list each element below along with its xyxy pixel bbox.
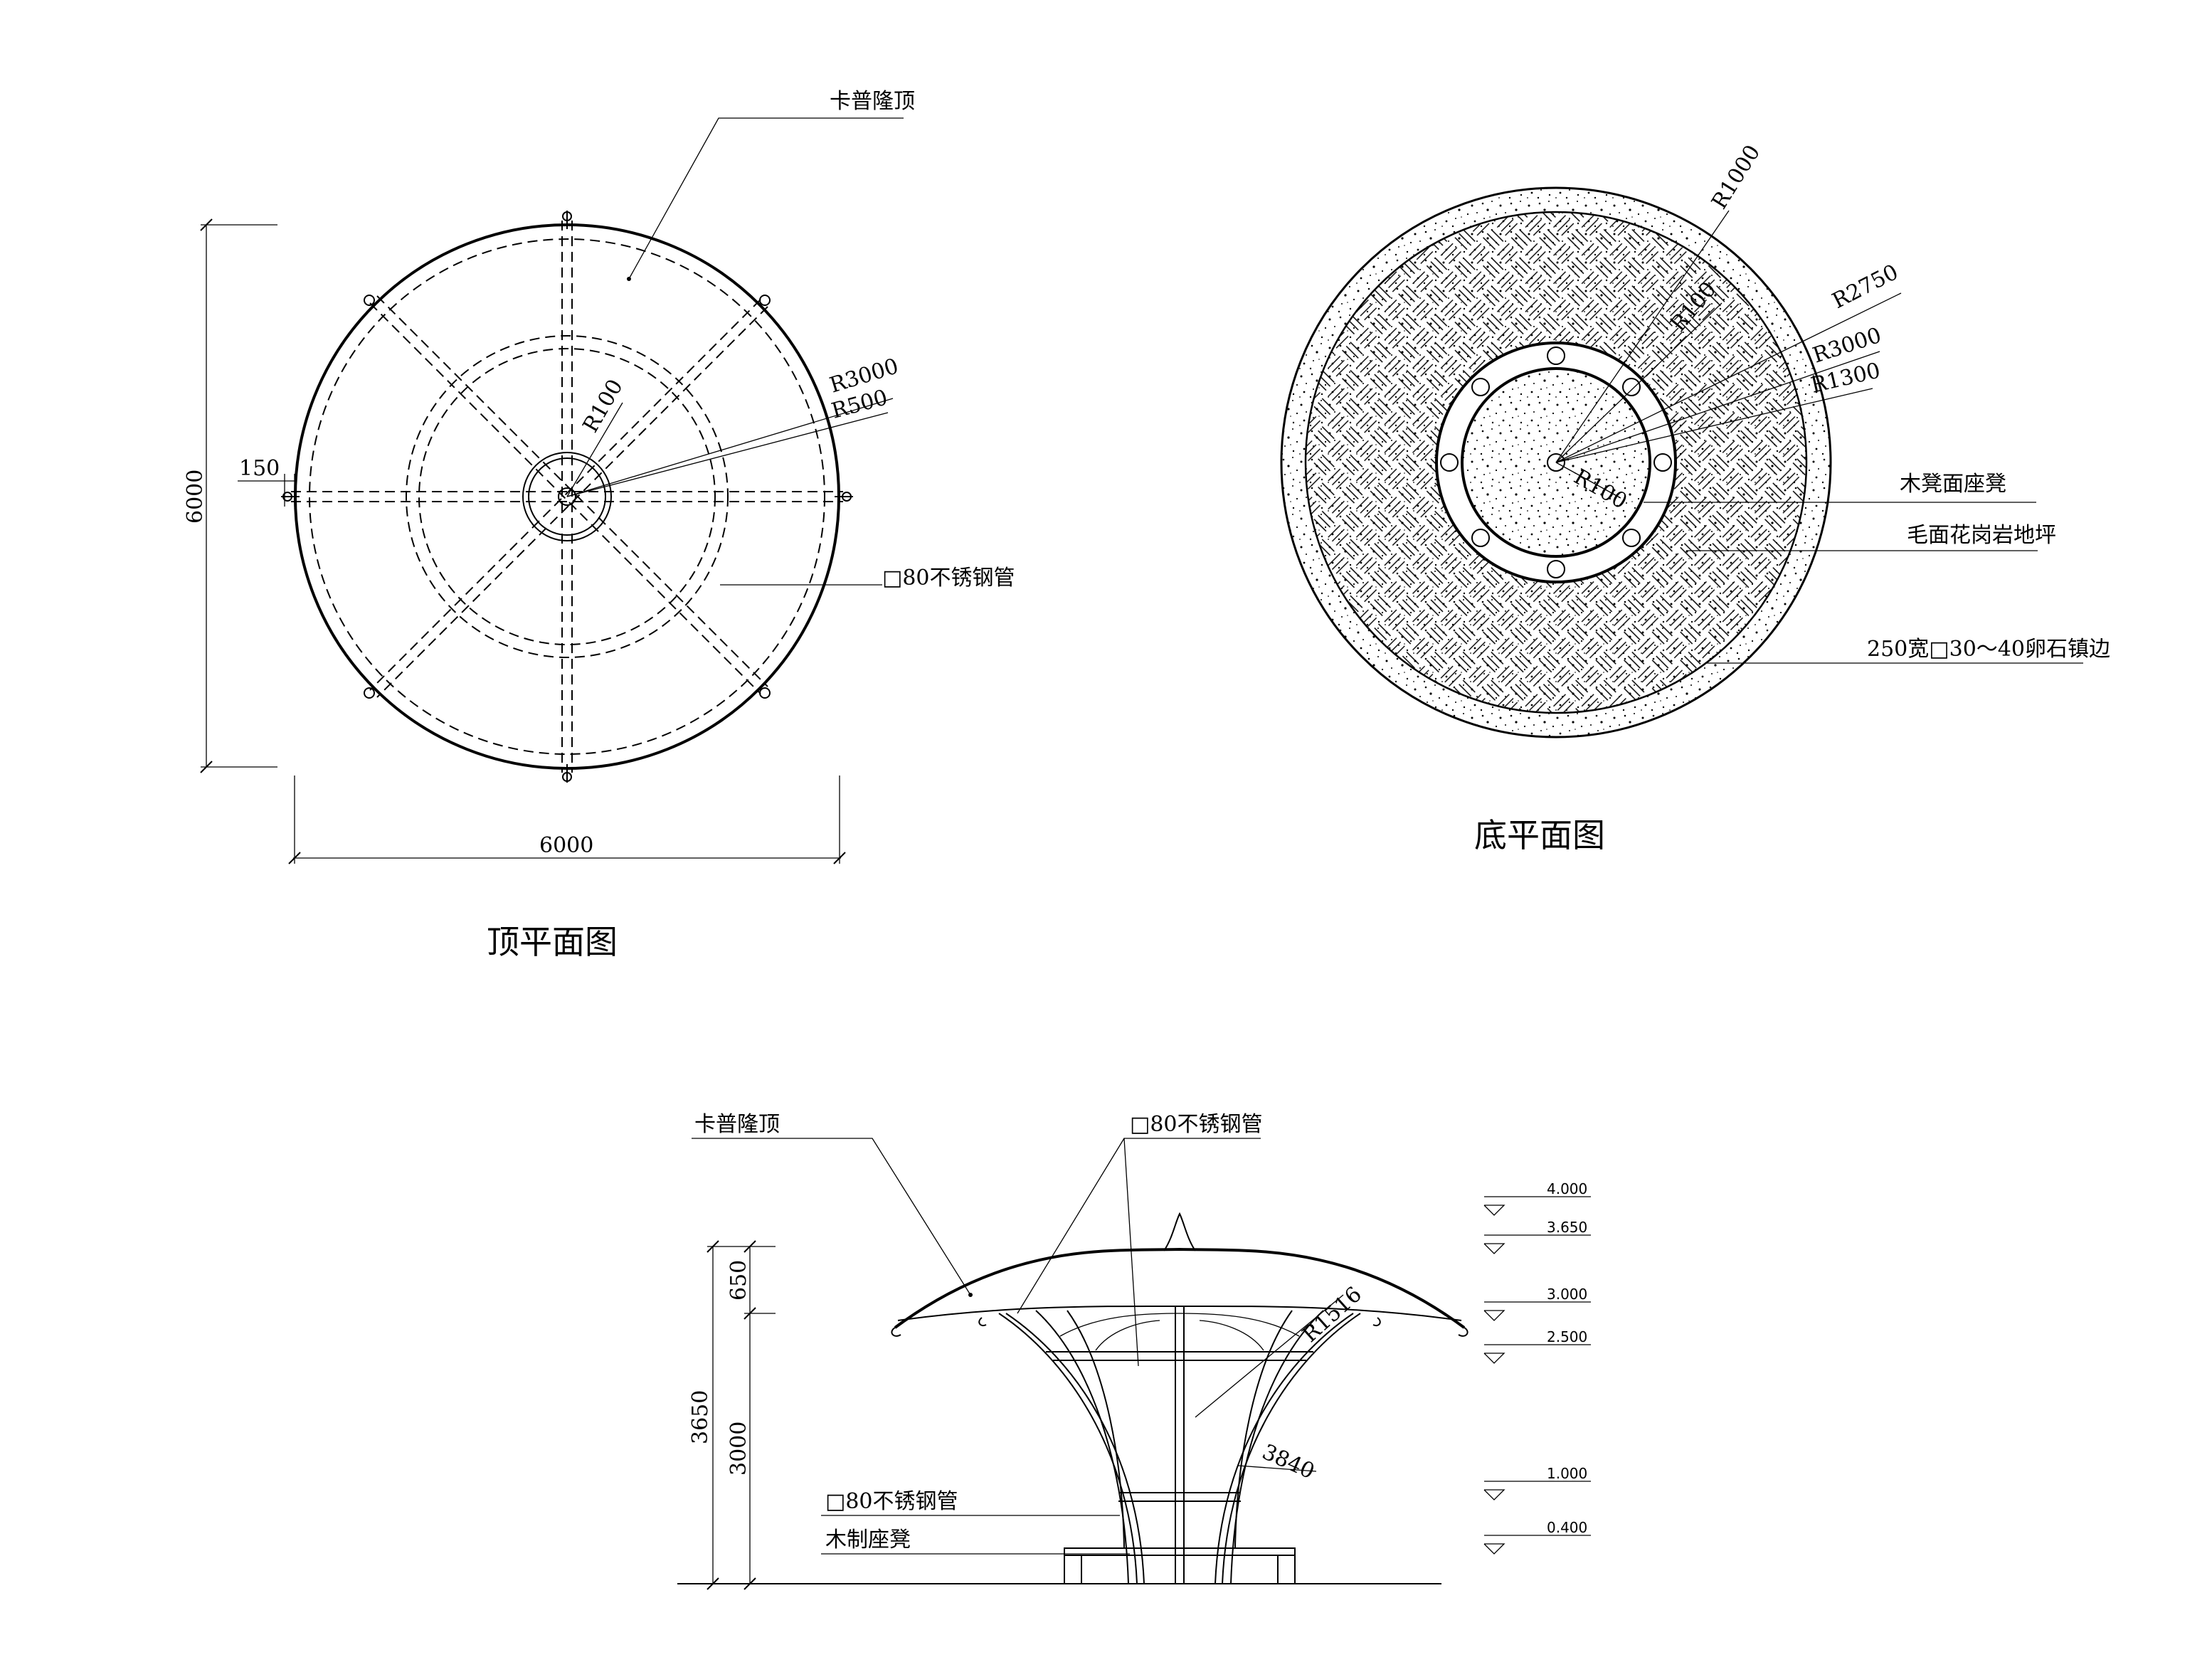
inner-dashed-ring-b (418, 348, 716, 645)
roof-canopy (894, 1247, 1466, 1329)
top-plan-view: 卡普隆顶 □80不锈钢管 R3000 R500 R100 6000 6000 1… (183, 89, 1015, 961)
inner-dashed-ring-a (406, 335, 729, 658)
bottom-label-pebble: 250宽□30～40卵石镇边 (1867, 637, 2110, 662)
top-plan-title: 顶平面图 (487, 923, 618, 961)
bottom-label-granite: 毛面花岗岩地坪 (1907, 523, 2056, 548)
bottom-label-bench: 木凳面座凳 (1900, 472, 2006, 497)
elev-label-roof: 卡普隆顶 (694, 1112, 780, 1137)
level-label-1000: 1.000 (1547, 1465, 1587, 1482)
level-0400: 0.400 (1483, 1519, 1591, 1555)
radial-ribs (291, 221, 843, 773)
roof-finial (1163, 1212, 1196, 1251)
level-label-3000: 3.000 (1547, 1286, 1587, 1303)
bottom-dim-r2750: R2750 (1829, 260, 1903, 314)
rib-end-caps (281, 211, 853, 783)
wooden-bench (1064, 1547, 1296, 1584)
bench-post-holes (1440, 346, 1672, 578)
center-post-r100 (558, 487, 576, 506)
center-ring-r500 (522, 452, 612, 541)
level-3000: 3.000 (1483, 1286, 1591, 1321)
elev-label-bench: 木制座凳 (825, 1528, 911, 1552)
level-4000: 4.000 (1483, 1180, 1591, 1216)
elev-dim-650: 650 (726, 1260, 751, 1301)
level-3650: 3.650 (1483, 1219, 1591, 1254)
top-label-roof: 卡普隆顶 (830, 89, 915, 114)
elev-label-pipe-bottom: □80不锈钢管 (825, 1489, 958, 1514)
elevation-view: 卡普隆顶 □80不锈钢管 □80不锈钢管 木制座凳 R1516 3840 650… (677, 1112, 1591, 1590)
level-label-4000: 4.000 (1547, 1180, 1587, 1197)
bottom-plan-view: R1000 R100 R2750 R3000 R1300 R100 木凳面座凳 … (1280, 141, 2110, 854)
level-label-3650: 3.650 (1547, 1219, 1587, 1236)
level-2500: 2.500 (1483, 1328, 1591, 1364)
bottom-plan-title: 底平面图 (1474, 816, 1605, 854)
center-post (1547, 453, 1565, 472)
level-label-2500: 2.500 (1547, 1328, 1587, 1345)
bottom-dim-r1000: R1000 (1707, 141, 1765, 213)
center-ring-r500-inner (528, 457, 606, 536)
elev-dim-r1516: R1516 (1298, 1282, 1367, 1348)
level-markers: 4.000 3.650 3.000 2.500 1.000 (1483, 1180, 1591, 1555)
level-label-0400: 0.400 (1547, 1519, 1587, 1536)
elev-label-pipe-top: □80不锈钢管 (1130, 1112, 1263, 1137)
top-dim-width: 6000 (539, 833, 593, 858)
steel-pipe-columns (998, 1306, 1361, 1584)
elev-dim-3000: 3000 (726, 1422, 751, 1476)
roof-dashed-ring (309, 238, 825, 755)
elev-dim-3650: 3650 (688, 1390, 713, 1444)
top-dim-150: 150 (239, 456, 280, 481)
top-dim-height: 6000 (183, 470, 208, 524)
top-label-pipe: □80不锈钢管 (882, 566, 1015, 591)
level-1000: 1.000 (1483, 1465, 1591, 1500)
elev-dim-3840: 3840 (1259, 1439, 1318, 1484)
